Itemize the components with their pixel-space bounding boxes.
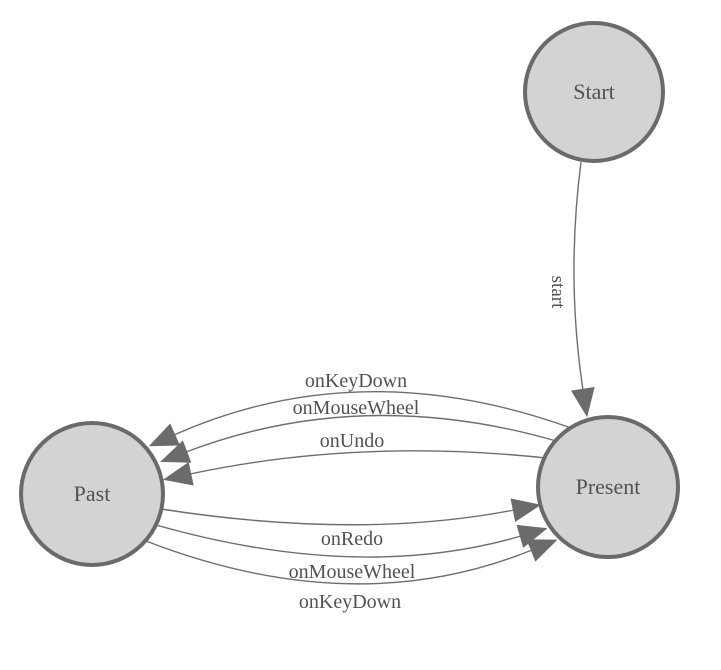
edge-label-onmousewheel-bottom: onMouseWheel: [289, 561, 416, 583]
edge-line: [155, 524, 548, 558]
edge-present-to-past-onmousewheel: onMouseWheel: [160, 397, 557, 463]
node-start-label: Start: [573, 79, 615, 104]
edge-label-onkeydown-top: onKeyDown: [305, 370, 407, 392]
edge-past-to-present-onmousewheel: onMouseWheel: [155, 524, 548, 583]
edge-present-to-past-onkeydown: onKeyDown: [148, 370, 572, 447]
node-past[interactable]: Past: [19, 421, 165, 567]
node-start[interactable]: Start: [523, 21, 665, 163]
edge-line: [570, 161, 595, 418]
edge-past-to-present-onredo: onRedo: [160, 498, 542, 550]
edge-past-to-present-onkeydown: onKeyDown: [145, 539, 558, 613]
edge-present-to-past-onundo: onUndo: [163, 430, 547, 486]
edge-line: [160, 498, 542, 526]
node-present[interactable]: Present: [536, 415, 680, 559]
node-start-circle[interactable]: [523, 21, 665, 163]
edge-start-to-present: start: [547, 161, 595, 418]
node-past-label: Past: [74, 481, 111, 506]
node-present-circle[interactable]: [536, 415, 680, 559]
node-present-label: Present: [576, 474, 641, 499]
edge-label-onkeydown-bottom: onKeyDown: [299, 591, 401, 613]
node-past-circle[interactable]: [19, 421, 165, 567]
edge-label-onmousewheel-top: onMouseWheel: [293, 397, 420, 419]
edge-line: [148, 390, 572, 447]
edge-label-onundo: onUndo: [320, 430, 384, 452]
edge-label-start: start: [547, 276, 568, 309]
edge-line: [145, 539, 558, 585]
edge-label-onredo: onRedo: [321, 528, 383, 550]
edge-line: [163, 450, 547, 486]
edge-line: [160, 414, 557, 463]
